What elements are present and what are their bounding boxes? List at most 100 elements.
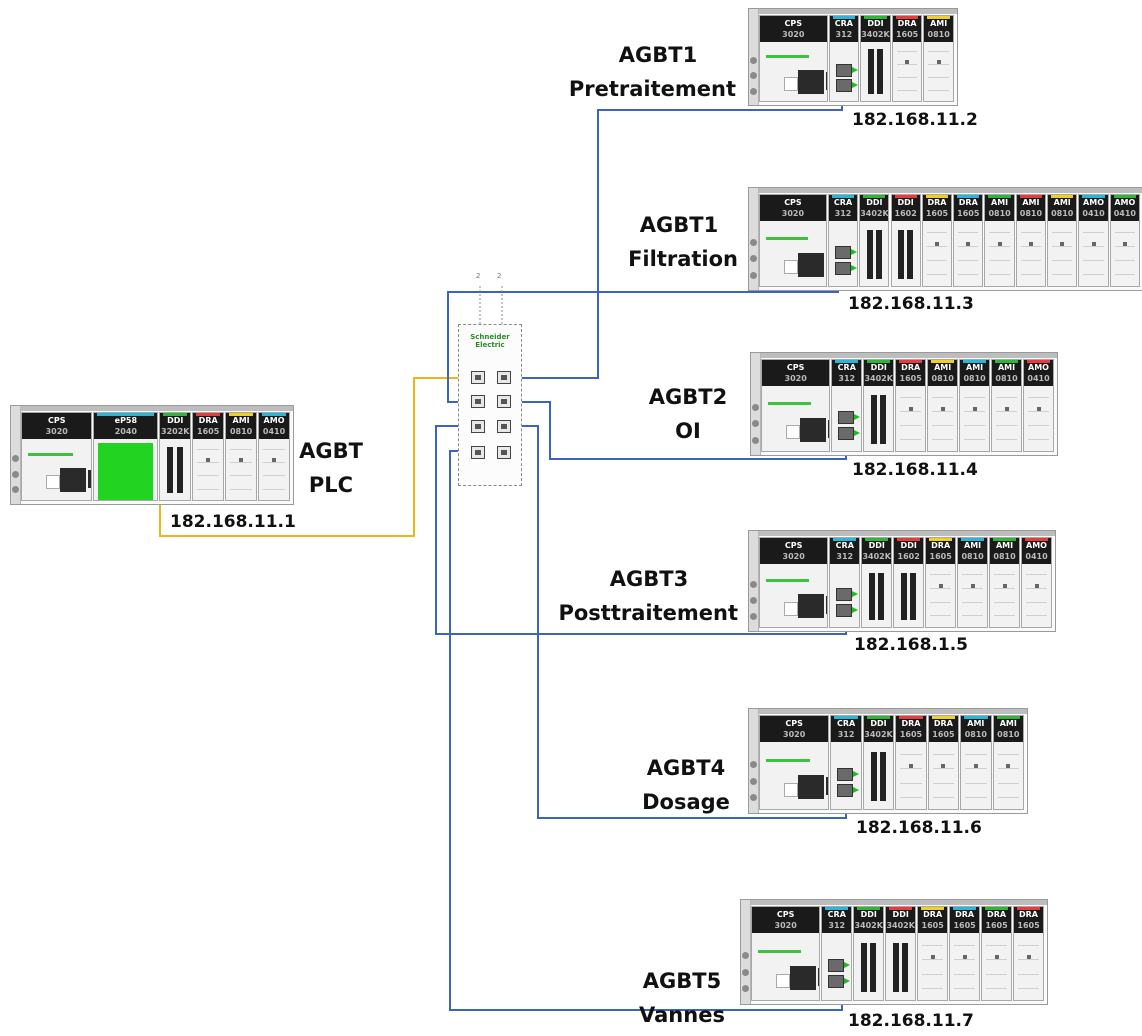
module-latch [272,457,277,462]
ethernet-port[interactable] [828,959,845,973]
module-ref: 0810 [995,374,1018,383]
module-slot-line [962,588,984,590]
module-color-stripe [931,360,955,363]
switch-port-3[interactable] [471,395,485,408]
switch-power-label-1: 2 [476,272,481,280]
ethernet-port[interactable] [838,411,855,425]
module-type: DDI [870,719,887,728]
module-ref: 0810 [931,374,954,383]
module-ref: 3402K [854,921,883,930]
ethernet-port[interactable] [836,588,853,602]
switch-port-5[interactable] [471,420,485,433]
ethernet-port[interactable] [834,246,851,260]
ethernet-port[interactable] [838,426,855,440]
module-color-stripe [825,907,849,910]
ethernet-port[interactable] [836,603,853,617]
module-slot-line [962,574,984,576]
module-type: AMI [999,719,1017,728]
switch-port-8[interactable] [497,446,511,459]
switch-port-7[interactable] [471,446,485,459]
module-type: DRA [958,198,978,207]
module-type: CRA [836,719,856,728]
rack-end-cap [11,406,21,504]
module-slot-line [1052,246,1073,248]
module-latch [997,241,1002,246]
switch-port-6[interactable] [497,420,511,433]
module-ref: 3402K [864,730,893,739]
power-indicator [766,55,809,59]
ethernet-port[interactable] [835,63,852,77]
ethernet-port[interactable] [835,78,852,92]
ethernet-port[interactable] [828,975,845,989]
rack-end-cap [749,188,759,290]
ethernet-port[interactable] [834,261,851,275]
fuse-holder [784,76,798,91]
switch-port-4[interactable] [497,395,511,408]
ethernet-port[interactable] [837,768,854,782]
switch-port-1[interactable] [471,371,485,384]
module-ddi[interactable]: DDI 3402K [862,715,895,810]
switch-port-2[interactable] [497,371,511,384]
ethernet-port[interactable] [837,784,854,798]
